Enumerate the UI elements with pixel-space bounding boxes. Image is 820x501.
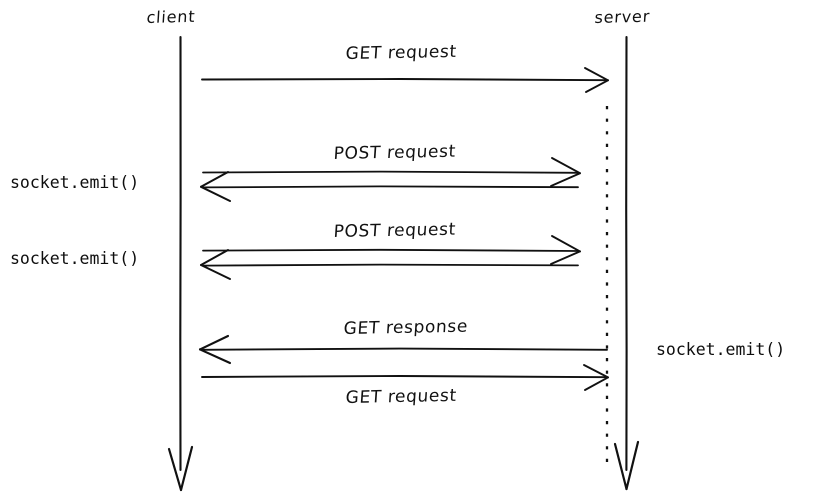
message-label-1: GET request bbox=[344, 41, 458, 64]
message-arrow-3 bbox=[200, 171, 579, 202]
message-arrow-2 bbox=[202, 157, 581, 187]
actor-label-client: client bbox=[145, 6, 196, 27]
lifeline-server bbox=[613, 35, 640, 491]
message-label-4: POST request bbox=[332, 219, 457, 242]
message-arrow-7 bbox=[201, 364, 609, 391]
message-label-6: GET response bbox=[342, 316, 469, 339]
message-arrow-1 bbox=[201, 67, 609, 93]
annotation-socket-emit-right: socket.emit() bbox=[656, 340, 786, 359]
message-arrow-5 bbox=[200, 249, 579, 280]
annotation-socket-emit-left-2: socket.emit() bbox=[10, 249, 140, 268]
message-arrow-6 bbox=[198, 334, 608, 365]
actor-label-server: server bbox=[593, 6, 651, 27]
lifeline-client bbox=[167, 35, 194, 492]
message-label-2: POST request bbox=[332, 141, 457, 164]
annotation-socket-emit-left-1: socket.emit() bbox=[10, 173, 140, 192]
message-label-7: GET request bbox=[344, 385, 458, 408]
message-arrow-4 bbox=[202, 235, 581, 265]
